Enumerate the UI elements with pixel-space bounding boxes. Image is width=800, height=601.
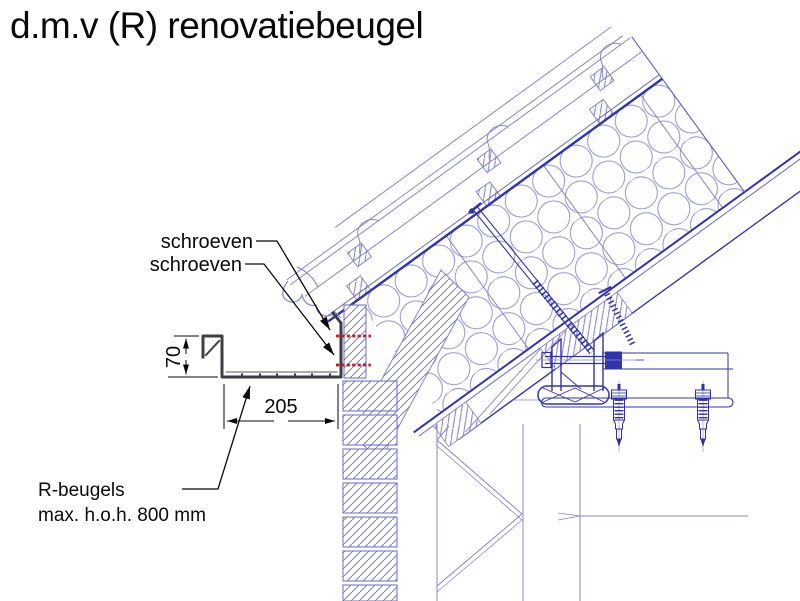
r-bracket	[536, 331, 734, 408]
gutter-profile	[201, 310, 343, 379]
bracket-plate-left	[551, 337, 562, 391]
wall-top-column	[343, 304, 367, 379]
brick-row	[342, 380, 398, 412]
dimension-gutter-width	[223, 384, 339, 429]
anchor-bolt-right	[695, 381, 711, 452]
screw-label-top: schroeven	[161, 231, 253, 253]
dimension-gutter-height	[168, 335, 218, 378]
dim-70-value: 70	[163, 346, 185, 368]
bracket-note-line2: max. h.o.h. 800 mm	[38, 505, 206, 526]
leader-lines	[182, 240, 335, 490]
brick-row	[342, 550, 398, 582]
roof-cut-edge	[631, 36, 746, 193]
sarking-line	[323, 74, 663, 323]
gutter-screws-red	[336, 334, 371, 367]
renovation-screw-short	[598, 285, 636, 347]
brick-row	[342, 584, 398, 601]
brick-row	[342, 516, 398, 548]
leader-screw-bottom	[245, 263, 335, 356]
bracket-rails	[603, 352, 733, 398]
bracket-note-line1: R-beugels	[38, 480, 125, 501]
renovation-screw-long	[467, 201, 595, 355]
brick-row	[342, 414, 398, 446]
leader-screw-top	[256, 240, 331, 331]
bracket-timber-block	[537, 385, 610, 405]
anchor-bolt-left	[611, 381, 627, 452]
cavity-and-inner-leaf	[436, 399, 748, 601]
leader-bracket-note	[182, 385, 251, 490]
insulation-layer	[357, 78, 745, 414]
page-title: d.m.v (R) renovatiebeugel	[10, 5, 423, 46]
tile-layer	[286, 26, 643, 302]
eave-tile-curl	[282, 266, 342, 319]
dim-205-value: 205	[264, 396, 297, 418]
bracket-plate-right	[593, 331, 604, 391]
brick-row	[342, 448, 398, 480]
brick-row	[342, 482, 398, 514]
screw-label-bottom: schroeven	[150, 254, 242, 276]
gutter-rivets	[240, 373, 332, 376]
bracket-bolt	[536, 350, 644, 369]
brick-wall	[342, 380, 398, 601]
